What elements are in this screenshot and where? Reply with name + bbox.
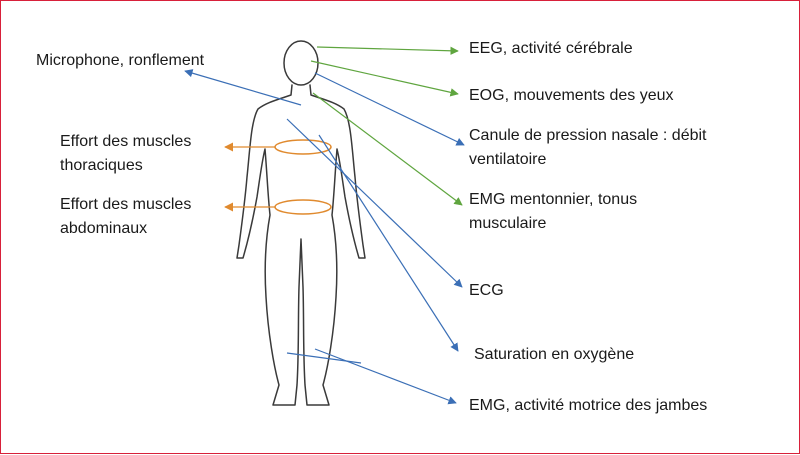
emg-chin-label-line1: EMG mentonnier, tonus bbox=[469, 191, 638, 208]
thoracic-effort-label-line1: Effort des muscles bbox=[60, 133, 192, 150]
head-shape bbox=[283, 40, 319, 86]
thoracic-effort-label-line2: thoraciques bbox=[60, 157, 143, 174]
nasal-cannula-arrow bbox=[314, 72, 465, 146]
thoracic-belt-ring bbox=[274, 139, 332, 155]
eog-arrow bbox=[310, 60, 459, 97]
emg-chin-label-line2: musculaire bbox=[469, 215, 547, 232]
human-body-outline-icon bbox=[236, 40, 366, 406]
spo2-arrow bbox=[318, 134, 459, 352]
microphone-arrow bbox=[184, 69, 302, 106]
eeg-label: EEG, activité cérébrale bbox=[469, 40, 633, 57]
ecg-label: ECG bbox=[469, 282, 504, 299]
nasal-cannula-label-line2: ventilatoire bbox=[469, 151, 547, 168]
abdominal-effort-label-line1: Effort des muscles bbox=[60, 196, 192, 213]
abdominal-belt-ring bbox=[274, 199, 332, 215]
spo2-label: Saturation en oxygène bbox=[474, 346, 635, 363]
nasal-cannula-label-line1: Canule de pression nasale : débit bbox=[469, 127, 707, 144]
torso-and-arms-shape bbox=[236, 84, 366, 406]
microphone-label: Microphone, ronflement bbox=[36, 52, 205, 69]
emg-legs-label: EMG, activité motrice des jambes bbox=[469, 397, 708, 414]
emg-legs-arrow bbox=[314, 348, 457, 405]
emg-chin-arrow bbox=[312, 92, 463, 206]
abdominal-effort-label-line2: abdominaux bbox=[60, 220, 148, 237]
eeg-arrow bbox=[316, 46, 459, 55]
eog-label: EOG, mouvements des yeux bbox=[469, 87, 674, 104]
ecg-arrow bbox=[286, 118, 463, 288]
